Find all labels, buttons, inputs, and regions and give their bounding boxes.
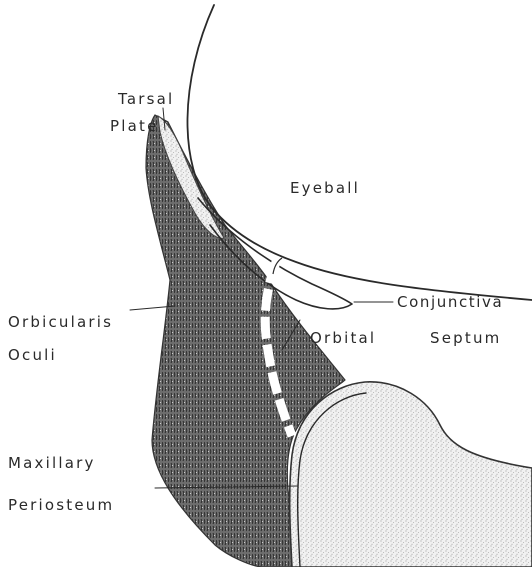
label-maxillary: Maxillary: [8, 454, 96, 472]
maxillary-bone: [290, 382, 532, 567]
label-orbital: Orbital: [310, 329, 376, 347]
label-conjunctiva: Conjunctiva: [397, 293, 503, 311]
label-plate: Plate: [110, 117, 159, 135]
label-oculi: Oculi: [8, 346, 57, 364]
label-orbicularis: Orbicularis: [8, 313, 113, 331]
label-eyeball: Eyeball: [290, 179, 360, 197]
label-periosteum: Periosteum: [8, 496, 114, 514]
label-tarsal: Tarsal: [117, 90, 174, 108]
label-septum: Septum: [430, 329, 501, 347]
